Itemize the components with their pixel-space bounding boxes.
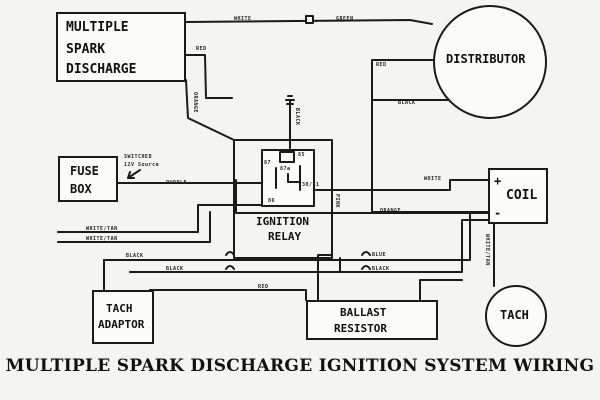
switched-label-1: SWITCHED: [124, 154, 153, 160]
fuse-label-1: FUSE: [70, 164, 99, 178]
tach-circle: [485, 285, 547, 347]
wire-label-white-coil: WHITE: [424, 176, 442, 182]
relay-contacts: [275, 165, 301, 191]
wire-label-orange-msd: ORANGE: [192, 92, 198, 114]
crossing-bumps: [225, 251, 371, 270]
wire-label-black-2: BLACK: [166, 266, 184, 272]
wire-label-red-dist: RED: [376, 62, 387, 68]
ballast-label-2: RESISTOR: [334, 322, 387, 335]
msd-box: MULTIPLE SPARK DISCHARGE: [56, 12, 186, 82]
wire-white-coil: [315, 179, 489, 191]
wire-label-red-msd: RED: [196, 46, 207, 52]
wire-pink: [317, 179, 333, 301]
wire-white-tan-1: [57, 204, 263, 233]
relay-pin-30: 30/51: [302, 182, 320, 188]
relay-label-2: RELAY: [268, 230, 302, 243]
switched-label-2: 12V Source: [124, 162, 160, 168]
wire-label-green-top: GREEN: [336, 16, 354, 22]
wire-label-white-top: WHITE: [234, 16, 252, 22]
ground-symbol: [285, 95, 295, 105]
wire-label-orange-coil: ORANGE: [380, 208, 402, 214]
relay-pin-85: 85: [298, 152, 306, 158]
wire-white-tan-2: [57, 211, 211, 243]
relay-pin-87: 87: [264, 160, 272, 166]
wire-label-black-3: BLACK: [372, 266, 390, 272]
coil-label: COIL: [506, 188, 538, 203]
wire-black-1b: [103, 213, 471, 261]
tach-adaptor-label-1: TACH: [106, 302, 133, 315]
coil-minus: -: [494, 206, 502, 220]
tach-label: TACH: [500, 308, 529, 322]
fuse-label-2: BOX: [70, 182, 92, 196]
wire-label-purple: PURPLE: [166, 180, 188, 186]
wire-label-white-tan-tach: WHITE/TAN: [484, 234, 490, 266]
wire-red-msd: [185, 54, 233, 99]
msd-label-3: DISCHARGE: [66, 62, 137, 77]
diagram-title: MULTIPLE SPARK DISCHARGE IGNITION SYSTEM…: [5, 356, 595, 376]
wire-label-white-tan-1: WHITE/TAN: [86, 226, 118, 232]
wire-label-red-bottom: RED: [258, 284, 269, 290]
msd-label-1: MULTIPLE: [66, 20, 129, 35]
distributor-label: DISTRIBUTOR: [446, 52, 526, 66]
fuse-box: FUSE BOX: [58, 156, 118, 202]
relay-coil: [279, 151, 295, 163]
wire-label-black-relay: BLACK: [294, 108, 300, 126]
wire-orange-coil: [235, 179, 491, 214]
distributor-circle: [433, 5, 547, 119]
wire-label-pink: PINK: [334, 194, 340, 209]
relay-label-1: IGNITION: [256, 215, 309, 228]
coil-plus: +: [494, 174, 502, 188]
coil-box: + COIL -: [488, 168, 548, 224]
wire-ballast-right: [419, 279, 463, 301]
tach-adaptor-box: TACH ADAPTOR: [92, 290, 154, 344]
inline-connector: [305, 15, 314, 24]
wire-black-2: [129, 219, 491, 273]
msd-label-2: SPARK: [66, 42, 106, 57]
tach-adaptor-label-2: ADAPTOR: [98, 318, 145, 331]
ballast-label-1: BALLAST: [340, 306, 387, 319]
relay-pin-87a: 87a: [280, 166, 291, 172]
relay-pin-86: 86: [268, 198, 276, 204]
wire-red-bottom: [149, 289, 307, 301]
wire-label-black-dist: BLACK: [398, 100, 416, 106]
wire-label-blue: BLUE: [372, 252, 387, 258]
wire-label-white-tan-2: WHITE/TAN: [86, 236, 118, 242]
switched-arrow: [127, 169, 141, 179]
wire-white-green-top: [185, 19, 433, 25]
relay-frame: [233, 139, 333, 259]
wire-label-black-1: BLACK: [126, 253, 144, 259]
ballast-resistor-box: BALLAST RESISTOR: [306, 300, 438, 340]
